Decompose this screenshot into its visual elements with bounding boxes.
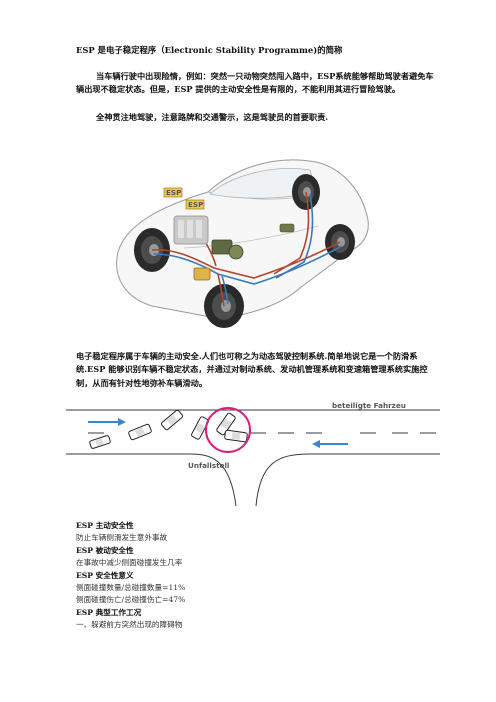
rear-sensor [279, 223, 295, 233]
road-scenario-diagram: beteiligte Fahrzeu Unfallstell [66, 401, 440, 506]
engine-block [173, 215, 209, 245]
safety-meaning-text-2: 侧面碰撞伤亡/总碰撞伤亡=47% [76, 595, 186, 605]
accident-site-label: Unfallstell [188, 461, 229, 470]
esp-description-paragraph: 电子稳定程序属于车辆的主动安全.人们也可称之为动态驾驶控制系统.简单地说它是一个… [76, 351, 428, 388]
car-icon-3 [160, 409, 184, 431]
safety-meaning-heading: ESP 安全性意义 [76, 570, 134, 580]
safety-meaning-text-1: 侧面碰撞数量/总碰撞数量=11% [76, 583, 186, 593]
document-heading: ESP 是电子稳定程序（Electronic Stability Program… [76, 45, 343, 55]
involved-vehicles-label: beteiligte Fahrzeu [332, 401, 406, 410]
esp-control-module [193, 267, 211, 281]
car-door-line [183, 225, 319, 249]
road-edge-bottom-right [255, 453, 440, 506]
esp-label-1: ESP [166, 188, 181, 197]
typical-conditions-heading: ESP 典型工作工况 [76, 607, 142, 617]
car-icon-2 [128, 423, 152, 441]
esp-label-tag-1: ESP [163, 187, 183, 198]
esp-label-tag-2: ESP [185, 199, 205, 210]
brake-lines [151, 191, 343, 307]
passive-safety-text: 在事故中减少侧面碰撞发生几率 [76, 558, 183, 568]
typical-conditions-text: 一、躲避前方突然出现的障碍物 [76, 620, 183, 630]
esp-car-illustration: ESP ESP [116, 159, 369, 328]
esp-info-list: ESP 主动安全性 防止车辆侧滑发生意外事故 ESP 被动安全性 在事故中减少侧… [76, 520, 436, 632]
arrow-right-icon [88, 418, 126, 426]
active-safety-heading: ESP 主动安全性 [76, 521, 134, 530]
car-icon-4 [191, 416, 209, 440]
intro-paragraph: 当车辆行驶中出现险情，例如：突然一只动物突然闯入路中，ESP系统能够帮助驾驶者避… [76, 71, 434, 95]
arrow-left-icon [312, 440, 348, 448]
esp-hydraulic-unit [211, 239, 244, 260]
esp-label-2: ESP [188, 200, 203, 209]
car-icon-1 [89, 435, 111, 449]
accident-highlight-circle [205, 407, 251, 453]
driver-duty-paragraph: 全神贯注地驾驶，注意路牌和交通警示，这是驾驶员的首要职责. [96, 112, 329, 122]
road-edge-bottom [66, 453, 237, 506]
car-icon-oncoming [224, 429, 248, 443]
car-icon-5 [216, 412, 236, 436]
passive-safety-heading: ESP 被动安全性 [76, 545, 134, 555]
active-safety-text: 防止车辆侧滑发生意外事故 [76, 533, 168, 543]
